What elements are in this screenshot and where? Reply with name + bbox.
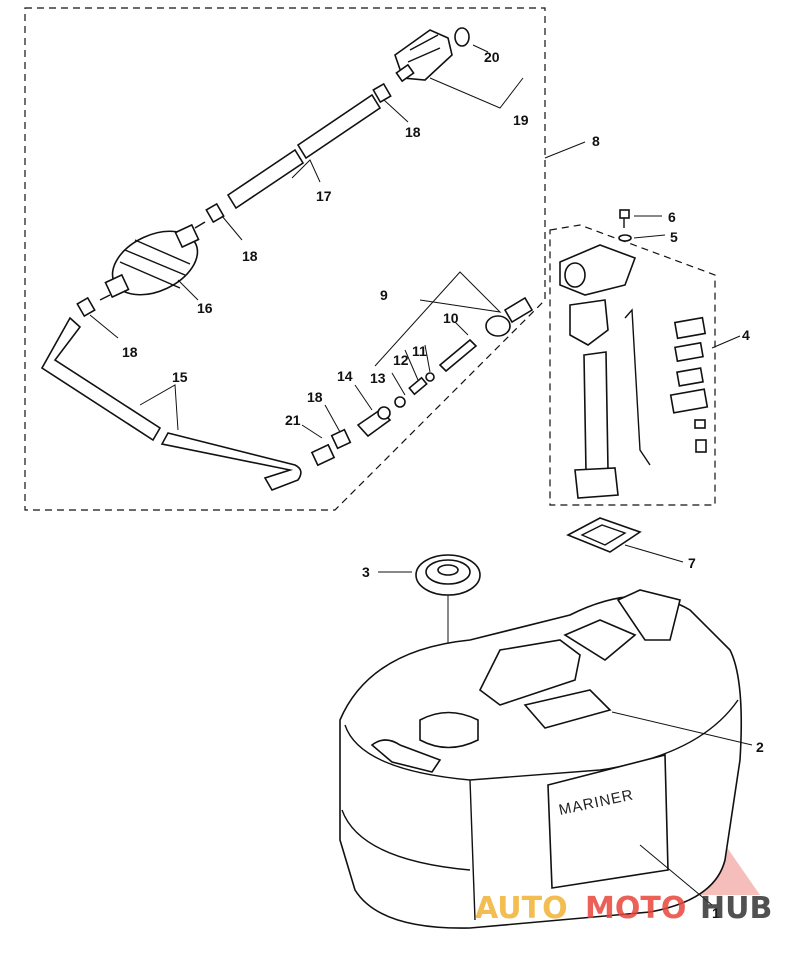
callout-6: 6 — [668, 209, 676, 225]
fuel-tank: MARINER — [339, 589, 743, 929]
callout-2: 2 — [756, 739, 764, 755]
watermark-moto: MOTO — [585, 891, 686, 926]
callout-14: 14 — [337, 368, 353, 384]
callout-21: 21 — [285, 412, 301, 428]
float-housing — [569, 299, 609, 346]
callout-9: 9 — [380, 287, 388, 303]
callout-18d: 18 — [307, 389, 323, 405]
callout-11: 11 — [412, 343, 427, 359]
callout-20: 20 — [484, 49, 500, 65]
gauge-components — [669, 316, 709, 453]
watermark-text: AUTO MOTO HUB — [475, 891, 772, 926]
screw-6 — [619, 209, 630, 228]
callout-18b: 18 — [242, 248, 258, 264]
washer-13 — [394, 396, 406, 408]
callout-4: 4 — [742, 327, 750, 343]
callout-5: 5 — [670, 229, 678, 245]
leader-lines — [89, 44, 753, 906]
hose-clamp-mid — [205, 202, 225, 224]
callout-15: 15 — [172, 369, 188, 385]
fitting-elbow — [356, 406, 392, 438]
watermark-auto: AUTO — [475, 891, 568, 926]
callout-18a: 18 — [405, 124, 421, 140]
pickup-base — [574, 467, 619, 499]
callout-17: 17 — [316, 188, 332, 204]
primer-bulb — [99, 221, 206, 301]
hose-clamp-lower — [330, 428, 352, 450]
hose-clamp-upper — [372, 82, 392, 104]
o-ring — [454, 27, 470, 47]
float-rod — [624, 308, 651, 466]
valve-stem-10 — [438, 338, 478, 373]
pickup-tube — [583, 351, 609, 473]
callout-13: 13 — [370, 370, 386, 386]
callout-16: 16 — [197, 300, 213, 316]
hose-clamp-bulb — [76, 296, 96, 318]
gasket — [566, 517, 642, 553]
fuel-hose-lower — [40, 316, 302, 491]
ball-11 — [425, 372, 435, 382]
fuel-connector — [394, 29, 453, 83]
fuel-cap — [415, 554, 481, 710]
washer-5 — [618, 234, 632, 242]
pickup-head — [559, 244, 637, 296]
callout-19: 19 — [513, 112, 529, 128]
callout-7: 7 — [688, 555, 696, 571]
hose-end-sleeve — [310, 443, 336, 467]
callout-10: 10 — [443, 310, 459, 326]
valve-body-12 — [408, 376, 428, 396]
check-valve-housing — [485, 296, 534, 337]
callout-12: 12 — [393, 352, 409, 368]
fuel-hose-upper — [226, 93, 382, 210]
pickup-assembly-boundary — [549, 224, 716, 506]
callout-labels: 20 19 18 8 17 18 16 18 15 21 18 14 13 12… — [122, 49, 764, 921]
callout-1: 1 — [712, 905, 720, 921]
callout-3: 3 — [362, 564, 370, 580]
callout-8: 8 — [592, 133, 600, 149]
hose-assembly-boundary — [24, 7, 546, 511]
callout-18c: 18 — [122, 344, 138, 360]
watermark-hub: HUB — [700, 891, 772, 926]
